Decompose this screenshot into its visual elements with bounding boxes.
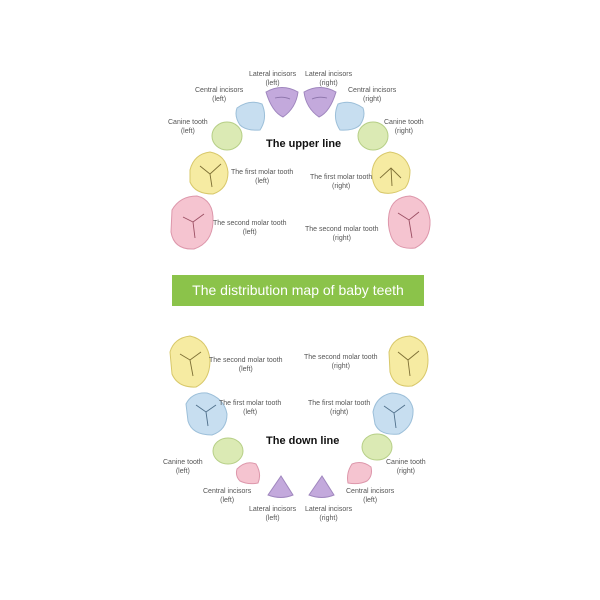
- label-upper-canine-right: Canine tooth(right): [384, 119, 424, 135]
- upper-central-incisor-right: [334, 101, 365, 131]
- label-lower-second-molar-right: The second molar tooth(right): [304, 354, 378, 370]
- label-lower-lateral-incisor-left: Lateral incisors(left): [249, 506, 297, 522]
- label-upper-second-molar-left: The second molar tooth(left): [213, 220, 287, 236]
- upper-lateral-incisor-right: [303, 87, 337, 118]
- label-lower-first-molar-left: The first molar tooth(left): [219, 400, 282, 416]
- lower-central-incisor-left: [235, 462, 261, 485]
- lower-lateral-incisor-left: [267, 475, 294, 498]
- label-lower-canine-left: Canine tooth(left): [163, 459, 203, 475]
- label-upper-lateral-incisor-right: Lateral incisors(right): [305, 71, 353, 87]
- lower-central-incisor-right: [347, 462, 372, 485]
- label-lower-lateral-incisor-right: Lateral incisors(right): [305, 506, 353, 522]
- label-lower-canine-right: Canine tooth(right): [386, 459, 426, 475]
- label-lower-second-molar-left: The second molar tooth(left): [209, 357, 283, 373]
- label-upper-first-molar-right: The first molar tooth(right): [310, 174, 373, 190]
- upper-second-molar-left: [170, 195, 214, 250]
- lower-lateral-incisor-right: [308, 475, 335, 498]
- diagram-title-banner: The distribution map of baby teeth: [172, 275, 424, 306]
- upper-central-incisor-left: [235, 101, 266, 131]
- label-upper-central-incisor-left: Central incisors(left): [195, 87, 244, 103]
- label-upper-canine-left: Canine tooth(left): [168, 119, 208, 135]
- upper-line-heading: The upper line: [266, 138, 342, 150]
- lower-canine-right: [361, 433, 393, 461]
- label-upper-second-molar-right: The second molar tooth(right): [305, 226, 379, 242]
- label-upper-central-incisor-right: Central incisors(right): [348, 87, 397, 103]
- label-upper-lateral-incisor-left: Lateral incisors(left): [249, 71, 297, 87]
- down-line-heading: The down line: [266, 435, 340, 447]
- lower-canine-left: [212, 437, 244, 465]
- lower-first-molar-right: [372, 392, 414, 435]
- upper-lateral-incisor-left: [265, 87, 299, 118]
- upper-canine-right: [357, 121, 389, 151]
- label-upper-first-molar-left: The first molar tooth(left): [231, 169, 294, 185]
- label-lower-central-incisor-right: Central incisors(left): [346, 488, 395, 504]
- upper-canine-left: [211, 121, 243, 151]
- label-lower-first-molar-right: The first molar tooth(right): [308, 400, 371, 416]
- label-lower-central-incisor-left: Central incisors(left): [203, 488, 252, 504]
